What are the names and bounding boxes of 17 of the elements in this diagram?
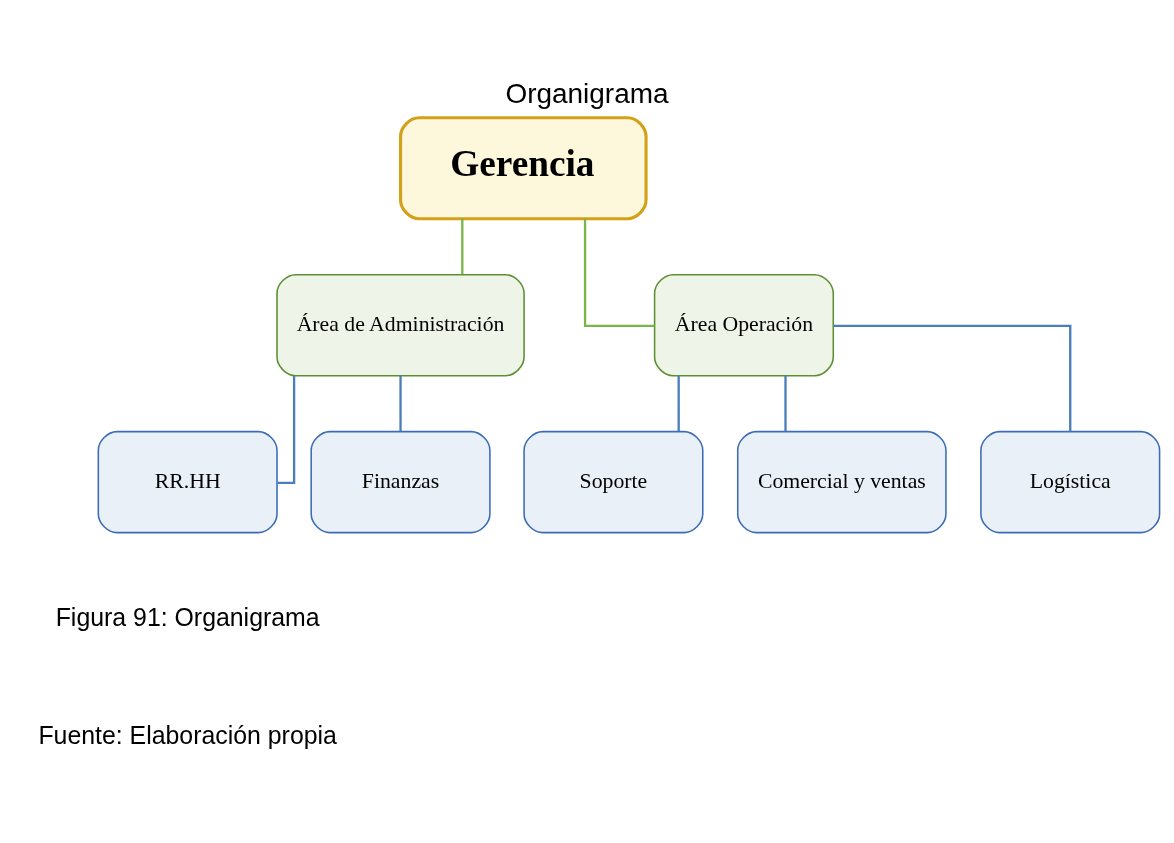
node-box: RR.HH [97,430,278,534]
connector [461,218,464,275]
node-box: Logística [980,430,1161,534]
label: Fuente: Elaboración propia [38,720,337,749]
connector [784,375,787,432]
node-box: Área de Administración [276,273,525,377]
node-box: Área Operación [653,273,835,377]
node-box: Soporte [523,430,704,534]
node-box: Finanzas [310,430,491,534]
connector [583,219,655,328]
connector [399,375,402,432]
diagram-title: Organigrama [505,77,669,109]
caption: Figura 91: Organigrama [55,602,320,631]
node-box: Gerencia [399,116,648,221]
node-box: Comercial y ventas [736,430,947,534]
connector [833,324,1072,432]
connector [677,375,680,432]
